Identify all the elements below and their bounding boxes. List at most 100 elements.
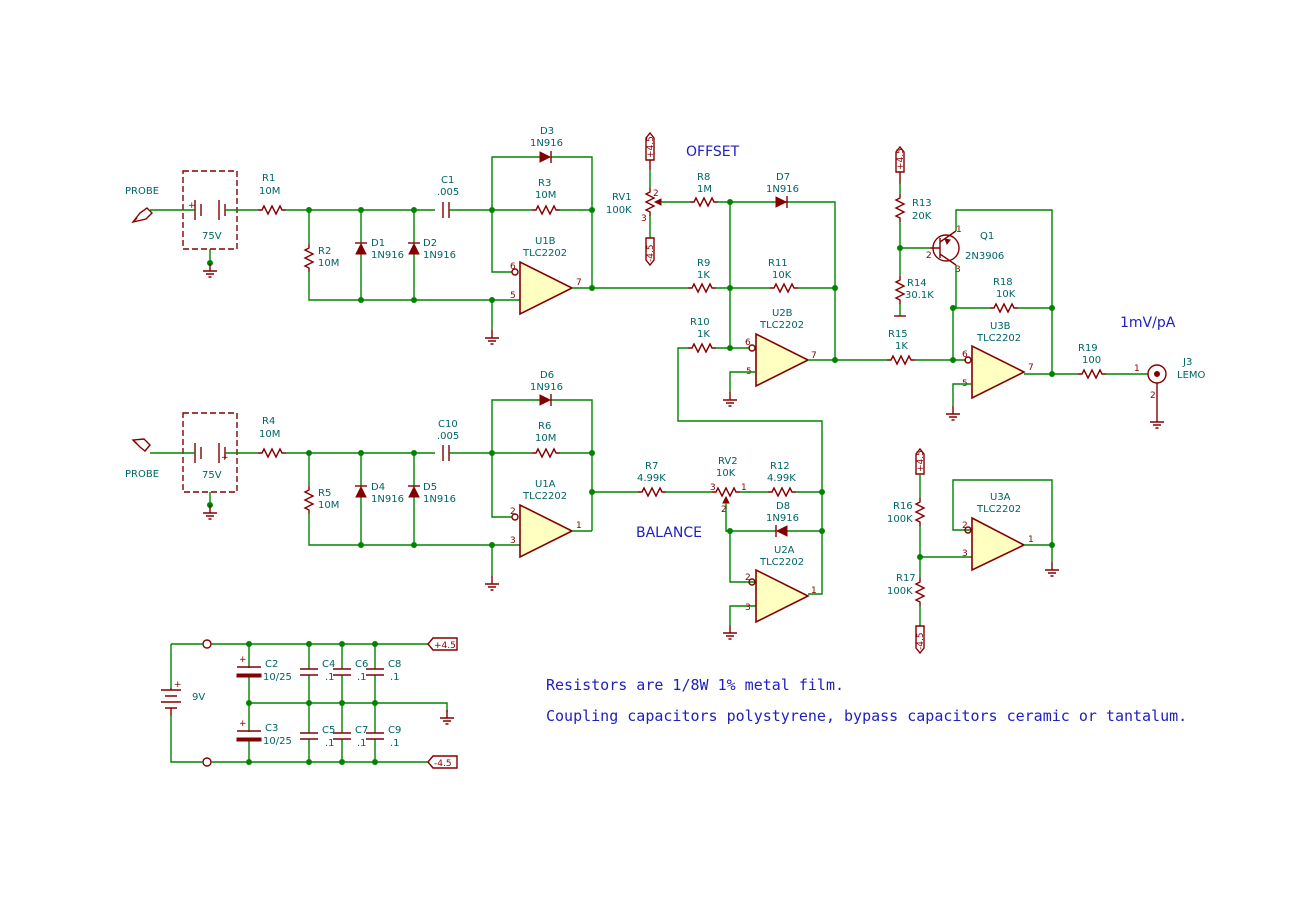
r11-value: 10K	[772, 270, 792, 281]
neg-rail-flag-supply	[427, 755, 458, 769]
svg-text:1: 1	[576, 521, 582, 531]
pos-rail-label-rv1: +4.5	[646, 136, 656, 158]
rv1-value: 100K	[606, 205, 632, 216]
c6-ref: C6	[355, 659, 368, 670]
r1	[257, 205, 287, 215]
j3-connector-icon	[1147, 364, 1167, 414]
c10-value: .005	[437, 431, 459, 442]
c5-ref: C5	[322, 725, 335, 736]
neg-rail-flag-r17	[915, 625, 925, 655]
u3b-ref: U3B	[990, 321, 1011, 332]
q1-ref: Q1	[980, 231, 994, 242]
c1-ref: C1	[441, 175, 454, 186]
r7-ref: R7	[645, 461, 658, 472]
u1b-opamp	[511, 260, 574, 316]
battery-bottom-icon: +	[194, 443, 229, 463]
bottom-channel: PROBE + 75V R4 10M R5 10M D4 1N916 D5 1N…	[125, 370, 638, 591]
svg-text:3: 3	[641, 214, 647, 224]
svg-text:3: 3	[962, 549, 968, 559]
svg-text:+: +	[174, 680, 182, 690]
svg-text:2: 2	[926, 251, 932, 261]
c4	[300, 668, 318, 676]
j3-value: LEMO	[1177, 370, 1206, 381]
u1b-value: TLC2202	[522, 248, 567, 259]
r11-ref: R11	[768, 258, 788, 269]
r5	[304, 485, 314, 515]
c7	[333, 732, 351, 740]
svg-text:1: 1	[1028, 535, 1034, 545]
d7-value: 1N916	[766, 184, 799, 195]
output-scale-label: 1mV/pA	[1120, 315, 1176, 331]
r14-value: 30.1K	[905, 290, 934, 301]
battery-9v-value: 9V	[192, 692, 205, 703]
r14	[895, 275, 905, 305]
c5-value: .1	[325, 738, 335, 749]
r3	[531, 205, 561, 215]
u1b-ref: U1B	[535, 236, 556, 247]
r15-value: 1K	[895, 341, 908, 352]
c2-ref: C2	[265, 659, 278, 670]
c3: +	[236, 719, 262, 742]
u3b-opamp	[964, 344, 1026, 400]
d5	[408, 485, 420, 498]
q1-transistor	[930, 230, 960, 266]
r10-value: 1K	[697, 329, 710, 340]
d7	[775, 196, 788, 208]
svg-text:1: 1	[1134, 364, 1140, 374]
r1-ref: R1	[262, 173, 275, 184]
d7-ref: D7	[776, 172, 790, 183]
r19	[1077, 369, 1107, 379]
battery-bottom-value: 75V	[202, 470, 222, 481]
pos-rail-label-r13: +4.5	[896, 148, 906, 170]
r14-ref: R14	[907, 278, 927, 289]
u3a-value: TLC2202	[976, 504, 1021, 515]
d3-value: 1N916	[530, 138, 563, 149]
d3	[539, 151, 552, 163]
u2b-opamp	[748, 332, 810, 388]
battery-top-value: 75V	[202, 231, 222, 242]
r3-value: 10M	[535, 190, 556, 201]
svg-text:2: 2	[510, 507, 516, 517]
svg-text:7: 7	[576, 278, 582, 288]
d4	[355, 485, 367, 498]
balance-label: BALANCE	[636, 525, 702, 541]
svg-text:3: 3	[955, 265, 961, 275]
rv1-ref: RV1	[612, 192, 632, 203]
r8	[689, 197, 719, 207]
c1-value: .005	[437, 187, 459, 198]
offset-section: +4.5 OFFSET RV1 100K 2 3 -4.5 R8 1M D7 1…	[606, 131, 836, 360]
r17-ref: R17	[896, 573, 916, 584]
probe-bottom-label: PROBE	[125, 469, 159, 480]
r13	[895, 193, 905, 223]
r4-ref: R4	[262, 416, 275, 427]
r5-value: 10M	[318, 500, 339, 511]
pos-rail-label-r16: +4.5	[916, 450, 926, 472]
d2	[408, 242, 420, 255]
neg-rail-label-rv1: -4.5	[646, 244, 656, 262]
r10	[687, 343, 717, 353]
d2-ref: D2	[423, 238, 437, 249]
c5	[300, 732, 318, 740]
svg-text:1: 1	[811, 586, 817, 596]
svg-text:2: 2	[653, 189, 659, 199]
c1	[442, 202, 450, 218]
r2-value: 10M	[318, 258, 339, 269]
r9	[687, 283, 717, 293]
svg-text:3: 3	[510, 536, 516, 546]
r6-ref: R6	[538, 421, 551, 432]
r8-ref: R8	[697, 172, 710, 183]
pos-rail-flag-r16	[915, 447, 925, 475]
d4-ref: D4	[371, 482, 385, 493]
c8-ref: C8	[388, 659, 401, 670]
u3a-ref: U3A	[990, 492, 1011, 503]
r19-value: 100	[1082, 355, 1101, 366]
d1	[355, 242, 367, 255]
r10-ref: R10	[690, 317, 710, 328]
r6-value: 10M	[535, 433, 556, 444]
c2: +	[236, 655, 262, 678]
d6	[539, 394, 552, 406]
svg-text:6: 6	[510, 262, 516, 272]
svg-text:7: 7	[1028, 363, 1034, 373]
d3-ref: D3	[540, 126, 554, 137]
summing-section: R9 1K R11 10K R10 1K 6 5 7 U2B TLC2202 R…	[677, 258, 966, 595]
